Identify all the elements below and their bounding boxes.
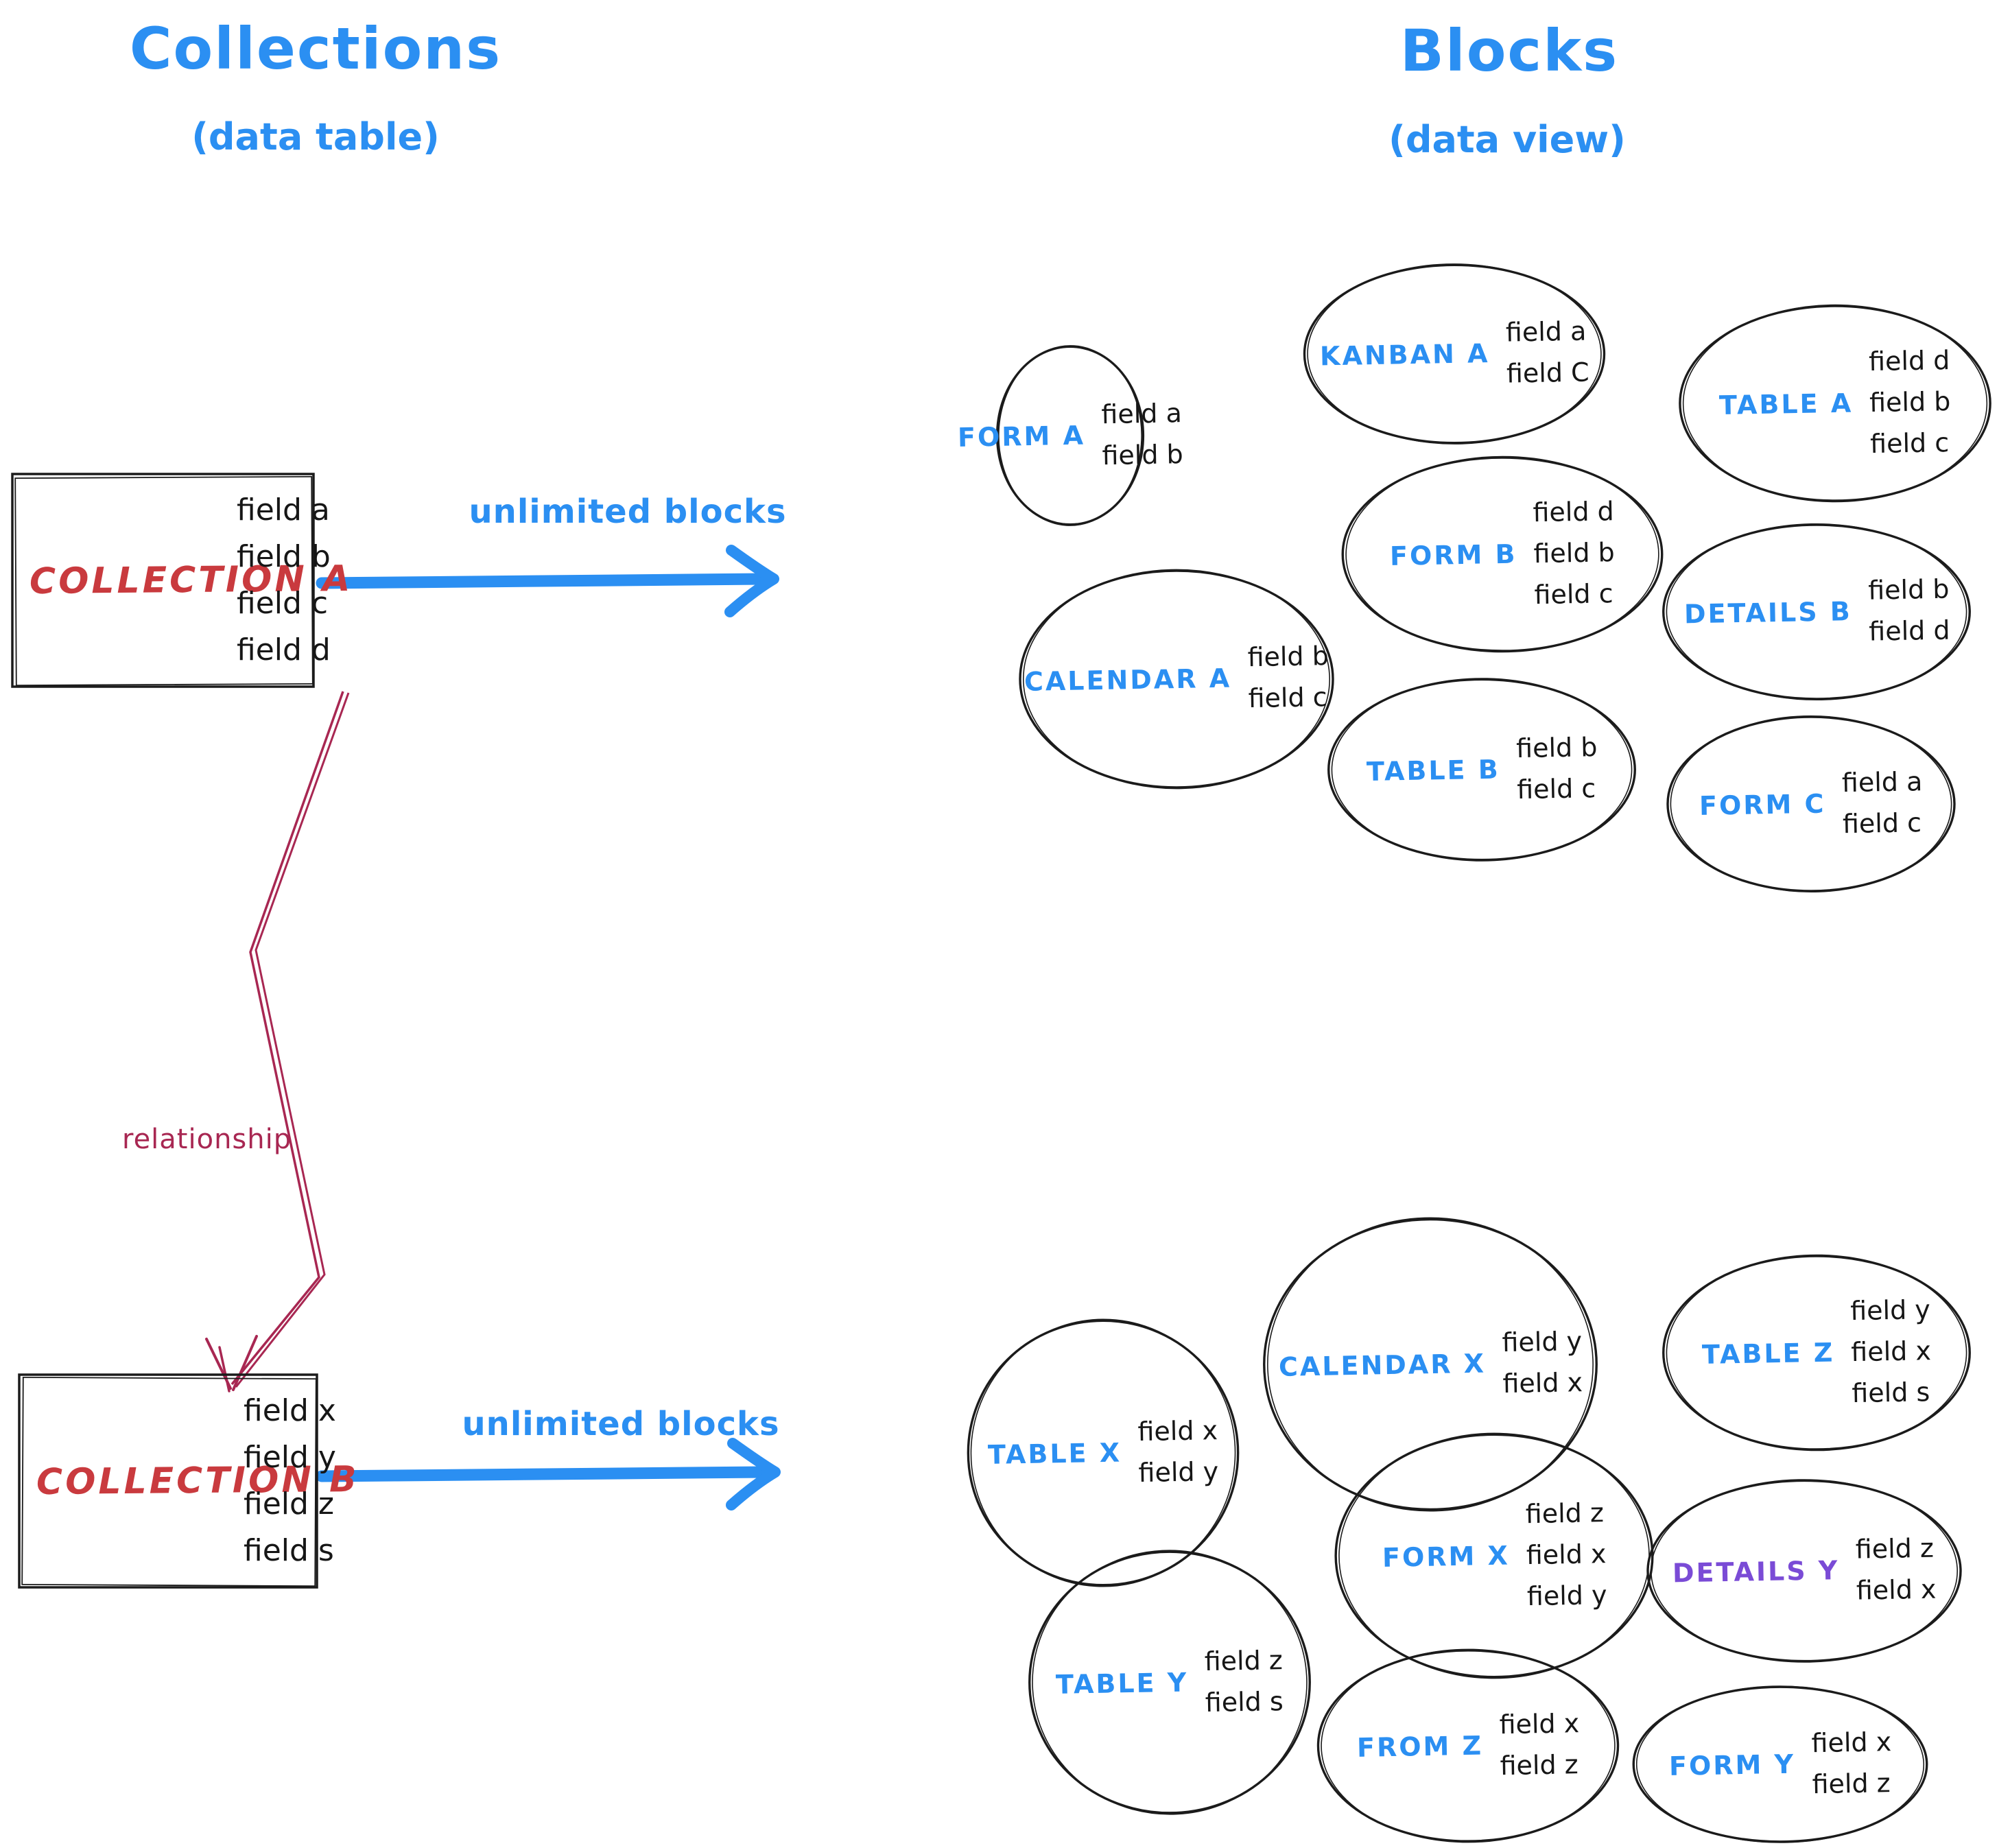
- collection-a-box: COLLECTION A field a field b field c fie…: [10, 471, 353, 689]
- field-item: field b: [237, 539, 331, 574]
- field-item: field b: [1515, 732, 1598, 764]
- field-item: field z: [244, 1486, 335, 1521]
- blocks-title: Blocks: [1399, 17, 1619, 84]
- block-details-y: DETAILS Y field z field x: [1640, 1475, 1969, 1667]
- collection-a-fields: field a field b field c field d: [237, 487, 331, 674]
- field-item: field x: [244, 1393, 336, 1428]
- field-item: field x: [1850, 1336, 1932, 1368]
- block-label: DETAILS B: [1683, 596, 1852, 630]
- field-item: field b: [1533, 537, 1616, 569]
- field-item: field b: [1867, 573, 1950, 606]
- field-item: field x: [1498, 1708, 1580, 1740]
- block-label: KANBAN A: [1319, 338, 1490, 372]
- field-item: field a: [237, 493, 330, 528]
- field-item: field d: [1869, 345, 1950, 377]
- block-form-b: FORM B field d field b field c: [1334, 451, 1670, 657]
- block-table-a: TABLE A field d field b field c: [1672, 300, 1998, 507]
- unlimited-blocks-arrow-a: [316, 545, 779, 617]
- block-calendar-x: CALENDAR X field y field x: [1255, 1210, 1605, 1519]
- field-item: field c: [237, 586, 329, 621]
- field-item: field c: [1516, 773, 1596, 805]
- field-item: field b: [1869, 386, 1952, 418]
- field-item: field z: [1204, 1644, 1284, 1677]
- collection-b-fields: field x field y field z field s: [244, 1388, 336, 1574]
- collection-b-box: COLLECTION B field x field y field z fie…: [17, 1372, 359, 1590]
- block-table-z: TABLE Z field y field x field s: [1655, 1250, 1978, 1456]
- unlimited-blocks-label-b: unlimited blocks: [462, 1405, 780, 1443]
- field-item: field x: [1137, 1415, 1218, 1447]
- block-kanban-a: KANBAN A field a field C: [1297, 259, 1612, 449]
- blocks-subtitle: (data view): [1388, 118, 1626, 161]
- block-table-x: TABLE X field x field y: [961, 1312, 1245, 1594]
- block-form-a: FORM A field a field b: [958, 341, 1183, 530]
- collection-a-outline: [11, 473, 315, 688]
- field-item: field d: [237, 632, 331, 667]
- field-item: field x: [1502, 1367, 1583, 1399]
- block-details-b: DETAILS B field b field d: [1655, 519, 1978, 704]
- unlimited-blocks-label-a: unlimited blocks: [469, 493, 787, 531]
- field-item: field c: [1248, 682, 1327, 714]
- field-item: field c: [1534, 578, 1614, 611]
- block-from-z: FROM Z field x field z: [1310, 1644, 1626, 1847]
- field-item: field y: [1501, 1326, 1583, 1358]
- block-label: TABLE Y: [1055, 1667, 1189, 1700]
- block-table-b: TABLE B field b field c: [1321, 674, 1643, 866]
- block-calendar-a: CALENDAR A field b field c: [1012, 564, 1341, 794]
- field-item: field b: [1247, 641, 1329, 673]
- field-item: field s: [244, 1533, 334, 1568]
- field-item: field a: [1841, 766, 1923, 798]
- field-item: field d: [1868, 615, 1950, 647]
- block-form-y: FORM Y field x field z: [1626, 1682, 1935, 1847]
- block-label: FROM Z: [1356, 1730, 1484, 1763]
- field-item: field c: [1842, 807, 1922, 840]
- field-item: field d: [1533, 496, 1615, 528]
- field-item: field z: [1811, 1768, 1891, 1800]
- field-item: field a: [1505, 316, 1587, 348]
- block-label: TABLE B: [1366, 754, 1500, 787]
- block-label: DETAILS Y: [1672, 1555, 1840, 1589]
- block-label: CALENDAR X: [1278, 1348, 1487, 1382]
- field-item: field z: [1499, 1749, 1579, 1781]
- field-item: field z: [1855, 1532, 1935, 1565]
- block-label: FORM X: [1382, 1540, 1511, 1573]
- block-table-y: TABLE Y field z field s: [1022, 1543, 1317, 1821]
- collections-subtitle: (data table): [191, 115, 440, 158]
- collections-title: Collections: [129, 15, 502, 82]
- field-item: field x: [1856, 1574, 1937, 1606]
- block-label: TABLE A: [1718, 388, 1854, 420]
- field-item: field z: [1525, 1497, 1604, 1530]
- field-item: field C: [1506, 357, 1589, 389]
- field-item: field y: [1138, 1456, 1219, 1489]
- field-item: field s: [1205, 1685, 1284, 1718]
- block-label: TABLE Z: [1701, 1337, 1835, 1370]
- field-item: field y: [244, 1440, 336, 1475]
- block-label: FORM A: [957, 420, 1086, 453]
- block-label: TABLE X: [987, 1437, 1122, 1470]
- block-label: FORM B: [1389, 538, 1518, 571]
- field-item: field s: [1852, 1377, 1930, 1409]
- field-item: field c: [1870, 427, 1950, 460]
- field-item: field x: [1526, 1539, 1607, 1571]
- field-item: field y: [1526, 1580, 1607, 1612]
- block-form-c: FORM C field a field c: [1660, 711, 1962, 897]
- field-item: field b: [1102, 439, 1183, 471]
- block-label: FORM C: [1699, 788, 1826, 821]
- block-label: FORM Y: [1668, 1749, 1796, 1781]
- relationship-arrow: [205, 691, 350, 1393]
- relationship-label: relationship: [122, 1124, 292, 1155]
- field-item: field a: [1100, 398, 1183, 430]
- unlimited-blocks-arrow-b: [316, 1438, 781, 1511]
- block-label: CALENDAR A: [1024, 663, 1232, 697]
- collection-b-outline: [18, 1373, 318, 1589]
- field-item: field y: [1849, 1294, 1931, 1327]
- field-item: field x: [1810, 1727, 1892, 1759]
